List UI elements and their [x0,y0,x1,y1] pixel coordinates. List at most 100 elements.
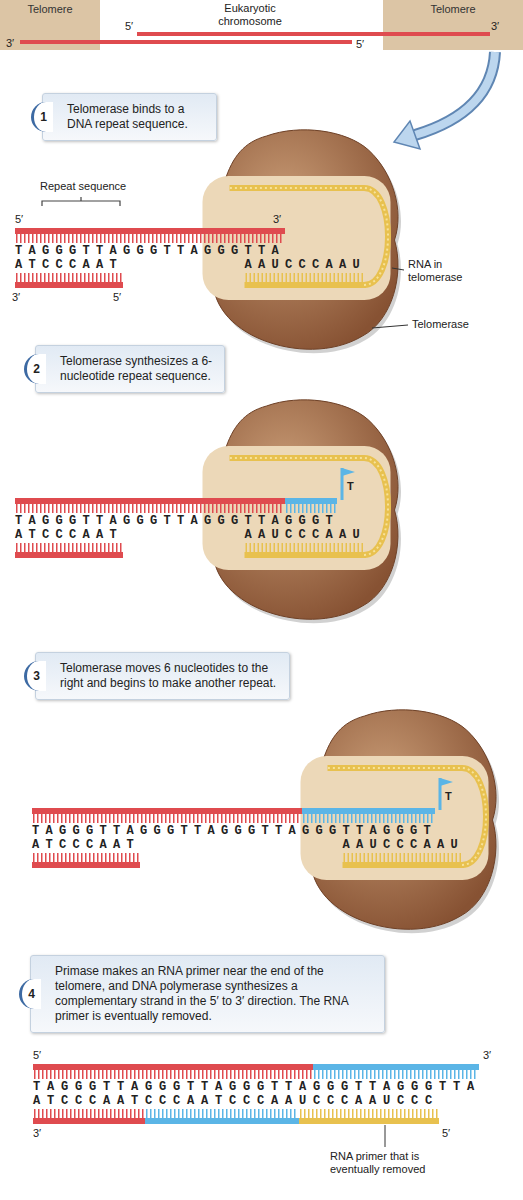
base-ladder [34,1109,144,1118]
strand-end-label: 5′ [356,38,364,51]
dna-sequence: TAGGGTTAGGGTTAGGGTTAGGGT [15,515,339,527]
strand-backbone [145,1118,299,1124]
base-ladder [146,1109,298,1118]
telomere-band: Telomere [0,0,100,50]
base-ladder [16,234,284,243]
dna-strand [137,32,490,36]
strand-end-label: 3′ [491,20,499,33]
incoming-nucleotide [440,778,453,786]
strand-end-label: 3′ [483,1049,491,1062]
base-ladder [246,273,366,282]
strand-backbone [313,1064,479,1070]
leader-line [392,268,404,270]
step-number: 1 [31,102,53,132]
strand-backbone [15,498,285,504]
base-ladder [34,1070,312,1079]
strand-backbone [245,282,367,288]
step-text: Telomerase synthesizes a 6-nucleotide re… [60,354,214,384]
base-ladder [16,543,122,552]
base-ladder [16,273,122,282]
strand-backbone [15,552,123,558]
base-ladder [286,504,336,513]
strand-backbone [15,228,285,234]
strand-end-label: 3′ [6,37,14,50]
rna-template [230,188,389,285]
dna-sequence: ATCCCAAT [32,839,140,851]
incoming-nucleotide [342,468,355,476]
strand-end-label: 5′ [15,213,23,226]
base-ladder [314,1070,478,1079]
region-label: Repeat sequence [40,180,126,193]
telomerase-enzyme [301,710,500,933]
band-label: Telomere [27,3,72,15]
base-ladder [16,504,284,513]
strand-backbone [33,1064,313,1070]
dna-sequence: ATCCCAATCCCAATCCCAAUCCCAAUCCC [33,1095,439,1107]
zoom-arrow [415,52,495,135]
base-ladder [246,543,366,552]
part-label: RNA primer that is eventually removed [330,1150,460,1176]
step-box: 3Telomerase moves 6 nucleotides to the r… [35,652,290,700]
step-box: 1Telomerase binds to a DNA repeat sequen… [42,93,217,141]
strand-end-label: 3′ [33,1127,41,1140]
step-number: 3 [24,661,46,691]
leader-line [372,325,408,328]
telomere-band: Telomere [383,0,523,50]
step-text: Telomerase moves 6 nucleotides to the ri… [60,661,279,691]
strand-backbone [15,282,123,288]
part-label: RNA in telomerase [408,258,493,284]
strand-backbone [245,552,367,558]
enzyme-groove [203,176,391,300]
rna-template [328,768,487,865]
dna-sequence: TAGGGTTAGGGTTAGGGTTAGGGTTAGGGTTA [33,1081,481,1093]
panel-illustration [15,400,401,623]
dna-sequence: TAGGGTTAGGGTTAGGGTTAGGGTTAGGGT [32,825,437,837]
rna-template [230,458,389,555]
dna-sequence: ATCCCAAT [15,529,123,541]
step-text: Primase makes an RNA primer near the end… [55,964,374,1024]
enzyme-groove [301,756,489,880]
strand-backbone [32,808,302,814]
strand-backbone [299,1118,439,1124]
strand-end-label: 5′ [33,1049,41,1062]
rna-template [230,458,389,555]
leader-line [385,1125,386,1147]
base-ladder [303,814,434,823]
base-ladder [300,1109,438,1118]
part-label: Telomerase [412,318,469,331]
rna-sequence: AAUCCCAAU [245,259,367,271]
base-ladder [33,853,139,862]
base-ladder [33,814,301,823]
step-box: 2Telomerase synthesizes a 6-nucleotide r… [35,345,225,393]
arrow-head [394,121,420,149]
step-number: 2 [24,354,46,384]
panel-illustration [15,130,401,353]
panel-illustration [32,710,499,933]
repeat-bracket [42,197,120,206]
dna-strand [20,40,352,44]
strand-backbone [285,498,337,504]
strand-backbone [302,808,435,814]
panel-illustration [33,1064,479,1124]
strand-end-label: 3′ [12,291,20,304]
nucleotide-label: T [445,790,452,803]
step-number: 4 [19,979,41,1009]
rna-template [328,768,487,865]
strand-end-label: 5′ [113,291,121,304]
strand-end-label: 5′ [442,1127,450,1140]
strand-end-label: 5′ [125,20,133,33]
telomere-band-fill [383,0,523,50]
strand-end-label: 3′ [273,213,281,226]
rna-sequence: AAUCCCAAU [245,529,367,541]
nucleotide-label: T [347,480,354,493]
dna-sequence: TAGGGTTAGGGTTAGGGTTA [15,245,285,257]
rna-sequence: AAUCCCAAU [343,839,465,851]
dna-sequence: ATCCCAAT [15,259,123,271]
strand-backbone [343,862,465,868]
step-box: 4Primase makes an RNA primer near the en… [30,955,385,1033]
zoom-arrow [415,52,495,135]
strand-backbone [32,862,140,868]
step-text: Telomerase binds to a DNA repeat sequenc… [67,102,206,132]
band-label: Telomere [430,3,475,15]
